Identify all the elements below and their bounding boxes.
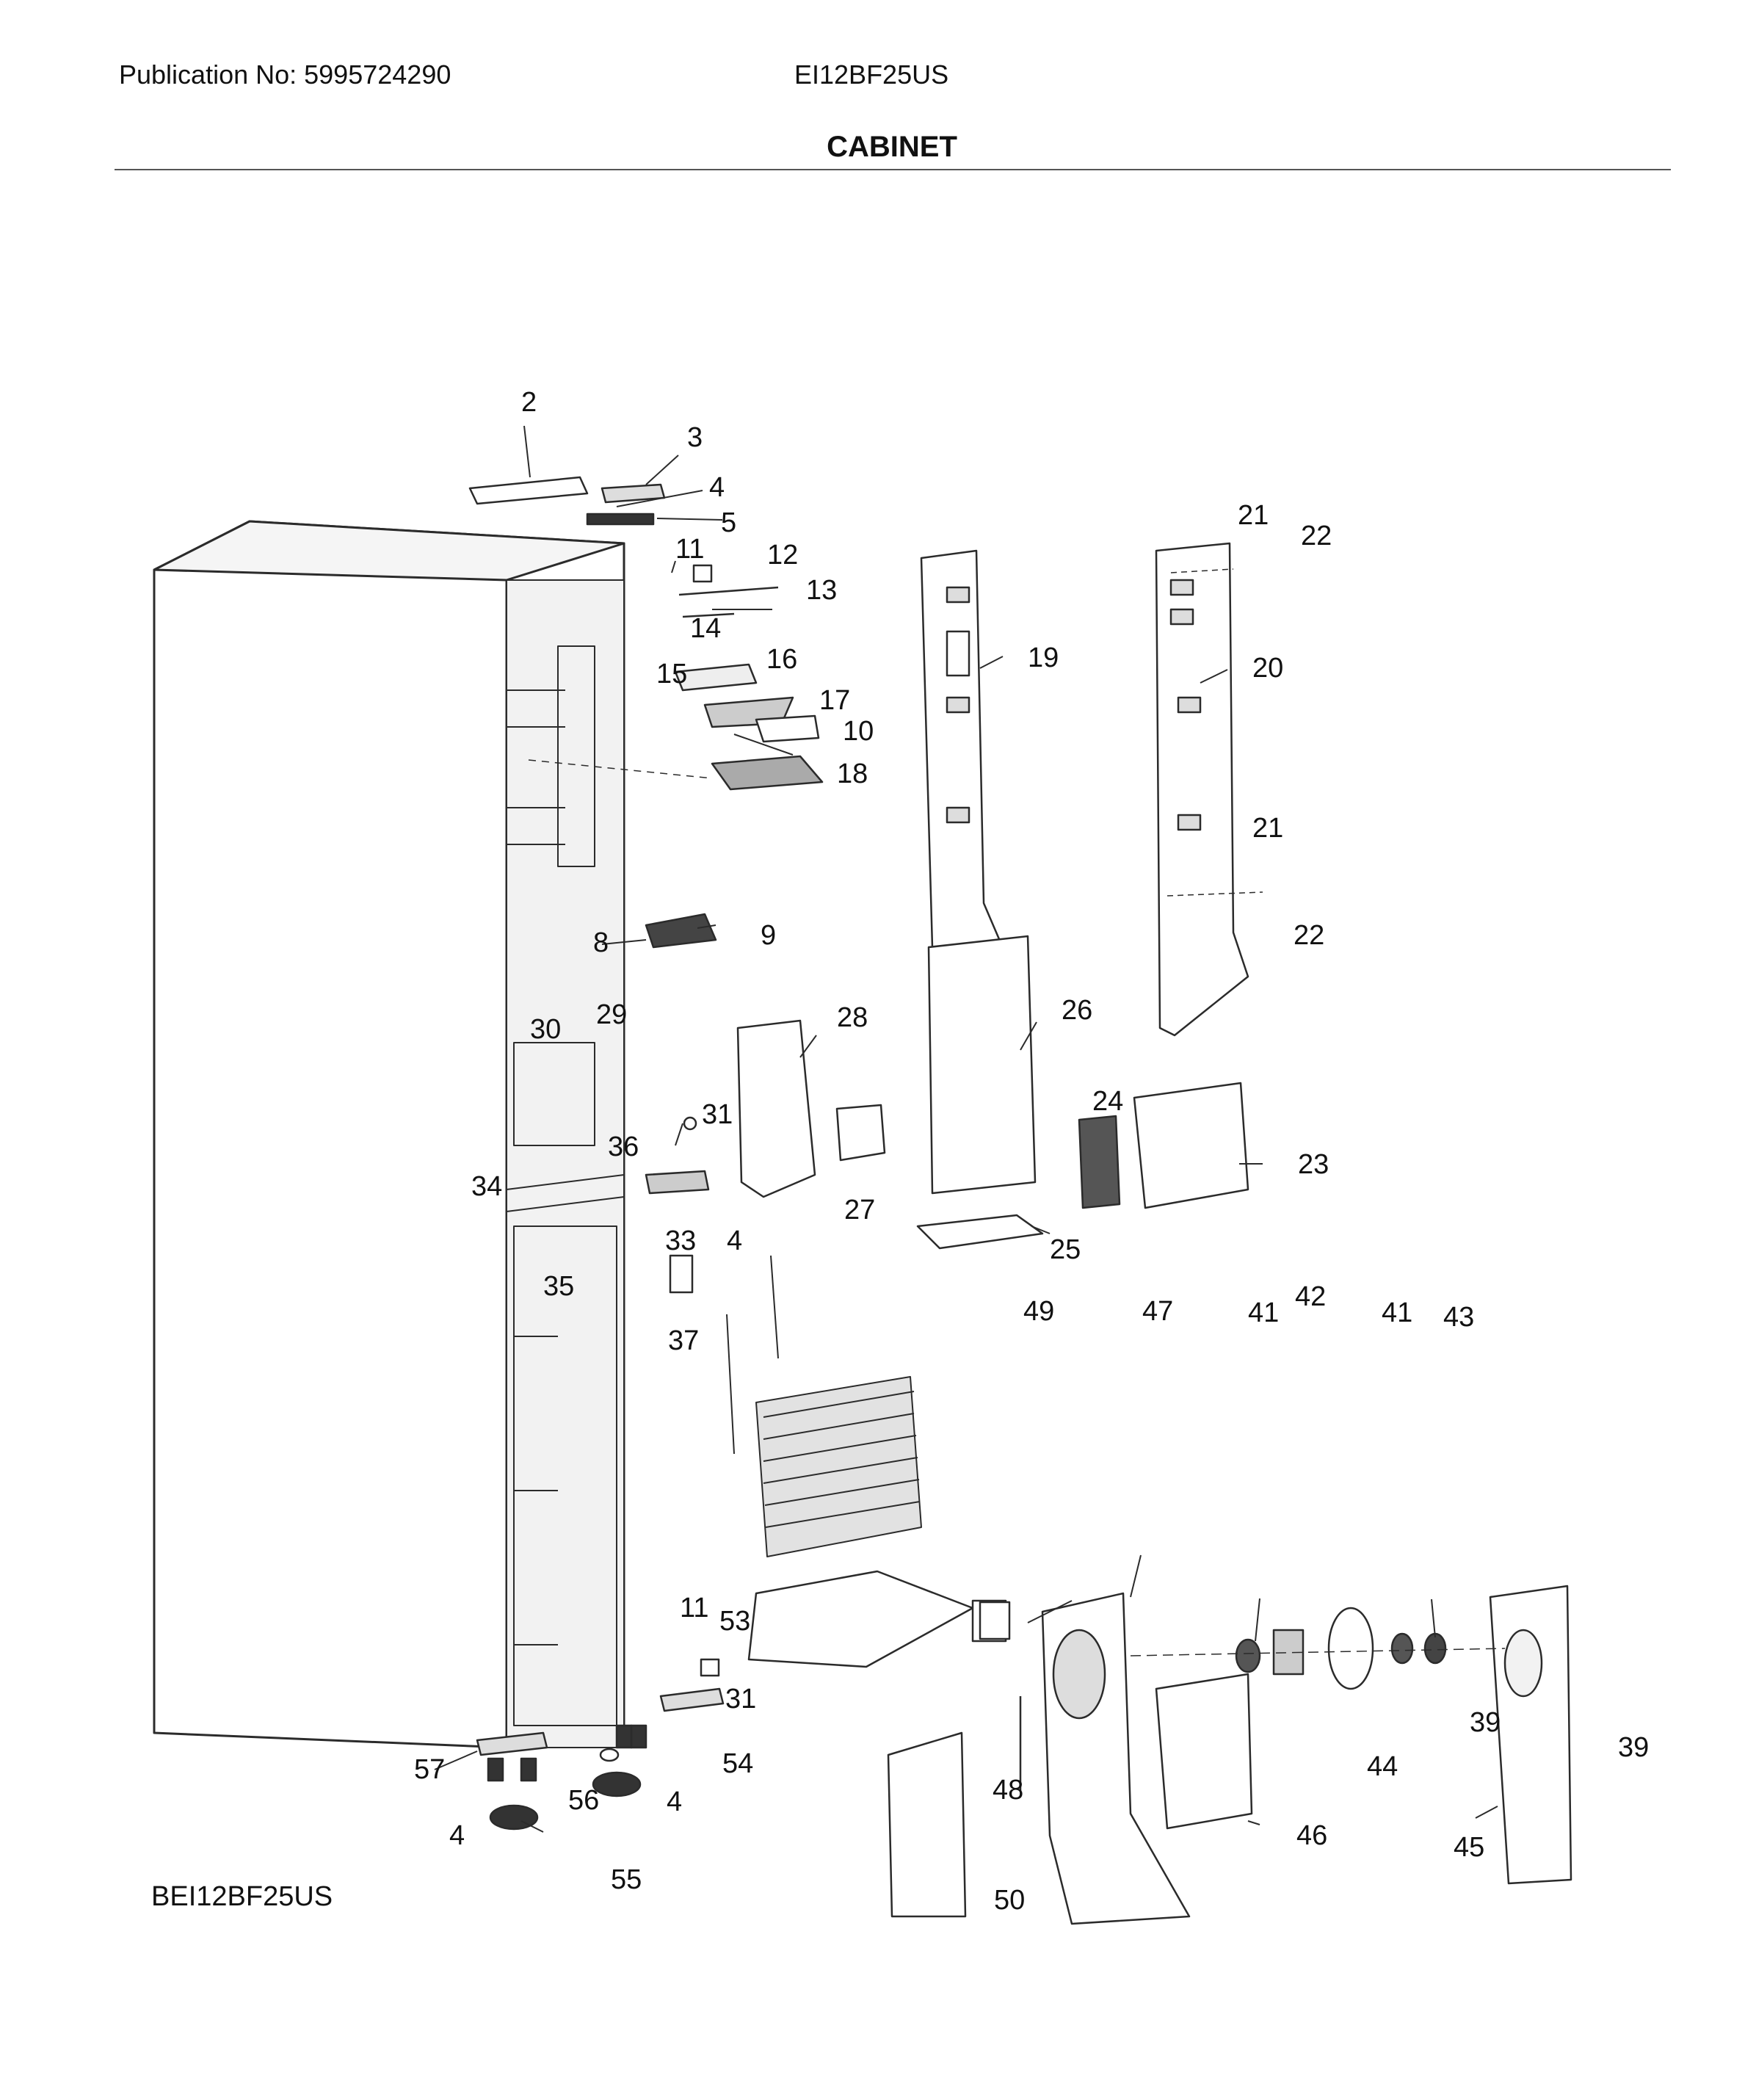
top-hinge-parts bbox=[468, 476, 824, 791]
callout-10: 10 bbox=[843, 716, 874, 747]
callout-57: 57 bbox=[414, 1754, 445, 1785]
callout-17: 17 bbox=[819, 685, 850, 716]
callout-46: 46 bbox=[1296, 1820, 1327, 1851]
callout-55: 55 bbox=[611, 1864, 642, 1895]
callout-41: 41 bbox=[1248, 1297, 1279, 1328]
callout-4: 4 bbox=[449, 1820, 465, 1851]
callout-56: 56 bbox=[568, 1785, 599, 1816]
callout-18: 18 bbox=[837, 758, 868, 789]
model-number: EI12BF25US bbox=[794, 59, 949, 90]
callout-49: 49 bbox=[1023, 1296, 1054, 1327]
callout-54: 54 bbox=[722, 1748, 753, 1779]
callout-22: 22 bbox=[1294, 920, 1324, 951]
callout-44: 44 bbox=[1367, 1751, 1398, 1782]
callout-41: 41 bbox=[1382, 1297, 1412, 1328]
callout-28: 28 bbox=[837, 1002, 868, 1033]
callout-2: 2 bbox=[521, 387, 537, 418]
callout-27: 27 bbox=[844, 1195, 875, 1225]
fan-assembly bbox=[887, 1585, 1572, 1925]
callout-16: 16 bbox=[766, 644, 797, 675]
callout-13: 13 bbox=[806, 575, 837, 606]
cabinet-body bbox=[153, 520, 625, 1749]
callout-26: 26 bbox=[1062, 995, 1092, 1026]
callout-47: 47 bbox=[1142, 1296, 1173, 1327]
callout-25: 25 bbox=[1050, 1234, 1081, 1265]
drain-pan bbox=[747, 1570, 1007, 1668]
callout-45: 45 bbox=[1454, 1832, 1484, 1863]
publication-number: Publication No: 5995724290 bbox=[119, 59, 451, 90]
callout-4: 4 bbox=[667, 1786, 682, 1817]
callout-42: 42 bbox=[1295, 1281, 1326, 1312]
callout-4: 4 bbox=[709, 472, 725, 503]
callout-21: 21 bbox=[1238, 500, 1269, 531]
callout-29: 29 bbox=[596, 999, 627, 1030]
evaporator-cover-parts bbox=[645, 913, 1249, 1294]
section-title: CABINET bbox=[827, 131, 957, 163]
callout-11: 11 bbox=[680, 1593, 708, 1623]
callout-33: 33 bbox=[665, 1225, 696, 1256]
callout-34: 34 bbox=[471, 1171, 502, 1202]
callout-20: 20 bbox=[1252, 653, 1283, 684]
callout-30: 30 bbox=[530, 1014, 561, 1045]
callout-4: 4 bbox=[727, 1225, 742, 1256]
callout-50: 50 bbox=[994, 1885, 1025, 1916]
callout-23: 23 bbox=[1298, 1149, 1329, 1180]
callout-31: 31 bbox=[725, 1684, 756, 1715]
callout-24: 24 bbox=[1092, 1086, 1123, 1117]
callout-39: 39 bbox=[1470, 1707, 1501, 1738]
callout-43: 43 bbox=[1443, 1302, 1474, 1333]
callout-36: 36 bbox=[608, 1132, 639, 1162]
callout-5: 5 bbox=[721, 507, 736, 538]
callout-9: 9 bbox=[761, 920, 776, 951]
diagram-code: BEI12BF25US bbox=[151, 1881, 333, 1912]
callout-15: 15 bbox=[656, 659, 687, 689]
callout-35: 35 bbox=[543, 1271, 574, 1302]
callout-37: 37 bbox=[668, 1325, 699, 1356]
callout-8: 8 bbox=[593, 927, 609, 958]
callout-31: 31 bbox=[702, 1099, 733, 1130]
callout-22: 22 bbox=[1301, 521, 1332, 551]
callout-12: 12 bbox=[767, 540, 798, 571]
leader-lines bbox=[434, 425, 1498, 1833]
header-divider bbox=[115, 169, 1671, 170]
evaporator-coil bbox=[726, 1255, 922, 1557]
callout-21: 21 bbox=[1252, 813, 1283, 844]
callout-11: 11 bbox=[675, 534, 704, 565]
callout-48: 48 bbox=[993, 1775, 1023, 1806]
callout-39: 39 bbox=[1618, 1732, 1649, 1763]
callout-19: 19 bbox=[1028, 642, 1059, 673]
callout-53: 53 bbox=[719, 1606, 750, 1637]
callout-3: 3 bbox=[687, 422, 703, 453]
callout-14: 14 bbox=[690, 613, 721, 644]
